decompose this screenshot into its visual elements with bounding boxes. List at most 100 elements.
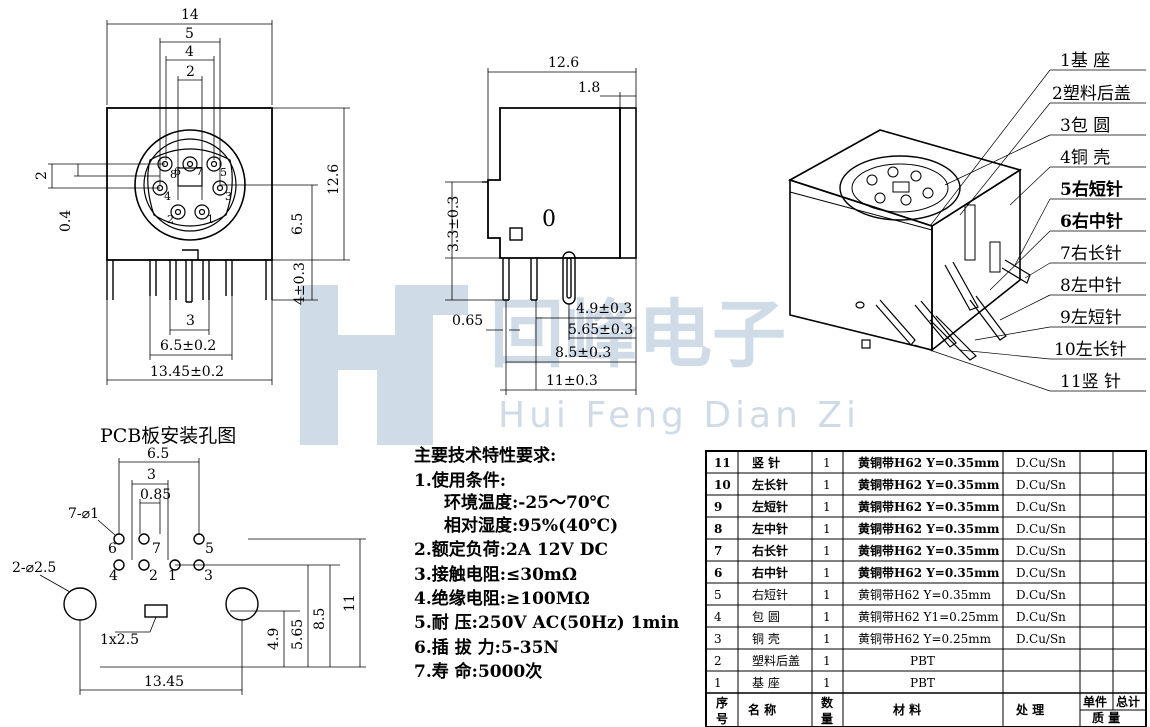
- svg-text:号: 号: [716, 711, 728, 726]
- svg-text:3.接触电阻:≤30mΩ: 3.接触电阻:≤30mΩ: [414, 564, 577, 585]
- bom-cell: 黄铜带H62 Y=0.35mm: [858, 477, 1000, 492]
- svg-text:5.耐 压:250V AC(50Hz) 1min: 5.耐 压:250V AC(50Hz) 1min: [414, 612, 679, 633]
- side-view: 0 12.6 1.8 3.3±0.3 0.65 4.9±0.3 5.65±0.3…: [445, 55, 637, 395]
- side-front-plate: [619, 107, 637, 259]
- svg-text:13.45: 13.45: [144, 674, 184, 690]
- svg-text:12.6: 12.6: [326, 164, 342, 195]
- svg-text:2: 2: [149, 568, 158, 584]
- bom-cell: 竖 针: [752, 455, 780, 470]
- svg-text:6右中针: 6右中针: [1060, 211, 1123, 232]
- bom-cell: D.Cu/Sn: [1016, 456, 1066, 470]
- bom-cell: 2: [714, 654, 722, 668]
- svg-text:1.使用条件:: 1.使用条件:: [414, 470, 506, 491]
- svg-text:9左短针: 9左短针: [1060, 308, 1122, 328]
- svg-text:13.45±0.2: 13.45±0.2: [150, 364, 224, 380]
- bom-cell: 1: [823, 588, 831, 602]
- bom-cell: 11: [714, 456, 731, 470]
- svg-text:10左长针: 10左长针: [1054, 340, 1127, 360]
- bom-cell: 左中针: [751, 521, 788, 536]
- svg-text:1基 座: 1基 座: [1060, 51, 1110, 71]
- side-dim-text: 12.6 1.8 3.3±0.3 0.65 4.9±0.3 5.65±0.3 8…: [446, 55, 633, 389]
- svg-text:5.65±0.3: 5.65±0.3: [568, 322, 633, 338]
- svg-text:7-⌀1: 7-⌀1: [68, 506, 99, 522]
- bom-cell: 基 座: [752, 675, 780, 690]
- bom-cell: 黄铜带H62 Y=0.35mm: [858, 587, 992, 602]
- bom-cell: 5: [714, 588, 722, 602]
- watermark: 回峰电子 Hui Feng Dian Zi: [300, 285, 860, 445]
- bom-cell: 1: [823, 522, 831, 536]
- bom-cell: D.Cu/Sn: [1016, 632, 1066, 646]
- bom-cell: 1: [823, 500, 831, 514]
- bom-cell: 1: [823, 456, 831, 470]
- bom-cell: 右中针: [751, 565, 788, 580]
- pcb-dim-text: 6.5 3 0.85 7-⌀1 2-⌀2.5 1x2.5 4.9 5.65 8.…: [12, 446, 358, 690]
- svg-text:3: 3: [186, 313, 195, 329]
- svg-text:1x2.5: 1x2.5: [100, 632, 139, 648]
- isometric-view: 1基 座 2塑料后盖 3包 圆 4铜 壳 5右短针 6右中针 7右长针 8左中针…: [788, 51, 1146, 392]
- bom-cell: D.Cu/Sn: [1016, 522, 1066, 536]
- bom-cell: 1: [823, 610, 831, 624]
- svg-text:材 料: 材 料: [892, 702, 921, 717]
- watermark-en: Hui Feng Dian Zi: [498, 395, 860, 436]
- front-pins: [152, 156, 228, 220]
- svg-text:数: 数: [821, 695, 834, 710]
- bom-cell: 8: [714, 522, 722, 536]
- front-dims: [48, 20, 350, 385]
- svg-text:7右长针: 7右长针: [1060, 244, 1122, 264]
- svg-text:8左中针: 8左中针: [1060, 276, 1122, 296]
- svg-text:5: 5: [220, 166, 227, 179]
- svg-text:总计: 总计: [1116, 694, 1140, 709]
- bom-cell: D.Cu/Sn: [1016, 588, 1066, 602]
- svg-text:8.5: 8.5: [312, 608, 328, 630]
- front-body: [106, 107, 273, 261]
- svg-text:12.6: 12.6: [548, 55, 579, 71]
- side-window: [509, 227, 523, 241]
- svg-text:4.绝缘电阻:≥100MΩ: 4.绝缘电阻:≥100MΩ: [414, 588, 590, 609]
- svg-text:序: 序: [716, 695, 728, 710]
- svg-text:2塑料后盖: 2塑料后盖: [1052, 84, 1131, 104]
- svg-text:相对湿度:95%(40℃): 相对湿度:95%(40℃): [444, 515, 618, 536]
- svg-text:14: 14: [181, 7, 199, 23]
- svg-text:11: 11: [342, 594, 358, 612]
- svg-text:0.65: 0.65: [452, 313, 483, 329]
- svg-text:3.3±0.3: 3.3±0.3: [446, 196, 462, 252]
- svg-text:量: 量: [821, 712, 833, 726]
- svg-text:2.额定负荷:2A 12V DC: 2.额定负荷:2A 12V DC: [414, 539, 608, 560]
- svg-text:单件: 单件: [1083, 694, 1107, 709]
- svg-text:6: 6: [174, 165, 181, 178]
- svg-text:4: 4: [164, 190, 171, 203]
- bom-cell: 黄铜带H62 Y=0.35mm: [858, 521, 1000, 536]
- svg-text:处 理: 处 理: [1015, 702, 1044, 717]
- front-view: 8 6 7 5 3 4 2 1: [34, 7, 350, 385]
- svg-text:1: 1: [168, 568, 177, 584]
- svg-text:环境温度:-25～70℃: 环境温度:-25～70℃: [444, 492, 610, 513]
- iso-socket: [839, 155, 961, 221]
- watermark-logo: [300, 285, 468, 445]
- slot: [144, 604, 168, 618]
- bom-cell: 包 圆: [752, 610, 780, 624]
- svg-text:4.9: 4.9: [266, 628, 282, 650]
- svg-text:7.寿 命:5000次: 7.寿 命:5000次: [414, 661, 542, 682]
- svg-text:4铜 壳: 4铜 壳: [1060, 148, 1110, 168]
- pcb-layout: PCB板安装孔图 6 7 5 4 2 1 3: [12, 425, 366, 695]
- svg-text:4: 4: [185, 44, 194, 60]
- bom-cell: 9: [714, 500, 722, 514]
- bom-cell: 铜 壳: [752, 631, 780, 646]
- bom-header: 序 号 名 称 数 量 材 料 处 理 单件 总计 质 量: [716, 694, 1140, 726]
- svg-text:4.9±0.3: 4.9±0.3: [576, 301, 632, 317]
- svg-text:2: 2: [167, 213, 174, 226]
- svg-text:3: 3: [204, 568, 213, 584]
- mount-hole-right: [225, 587, 259, 621]
- bom-cell: 7: [714, 544, 722, 558]
- svg-text:6.5: 6.5: [147, 446, 169, 462]
- svg-text:6.插 拔 力:5-35N: 6.插 拔 力:5-35N: [414, 637, 559, 658]
- pcb-holes: [63, 533, 259, 621]
- svg-text:1: 1: [207, 213, 214, 226]
- svg-text:质 量: 质 量: [1092, 710, 1120, 725]
- svg-text:5: 5: [185, 26, 194, 42]
- bom-cell: 塑料后盖: [752, 653, 800, 668]
- mount-hole-left: [63, 587, 97, 621]
